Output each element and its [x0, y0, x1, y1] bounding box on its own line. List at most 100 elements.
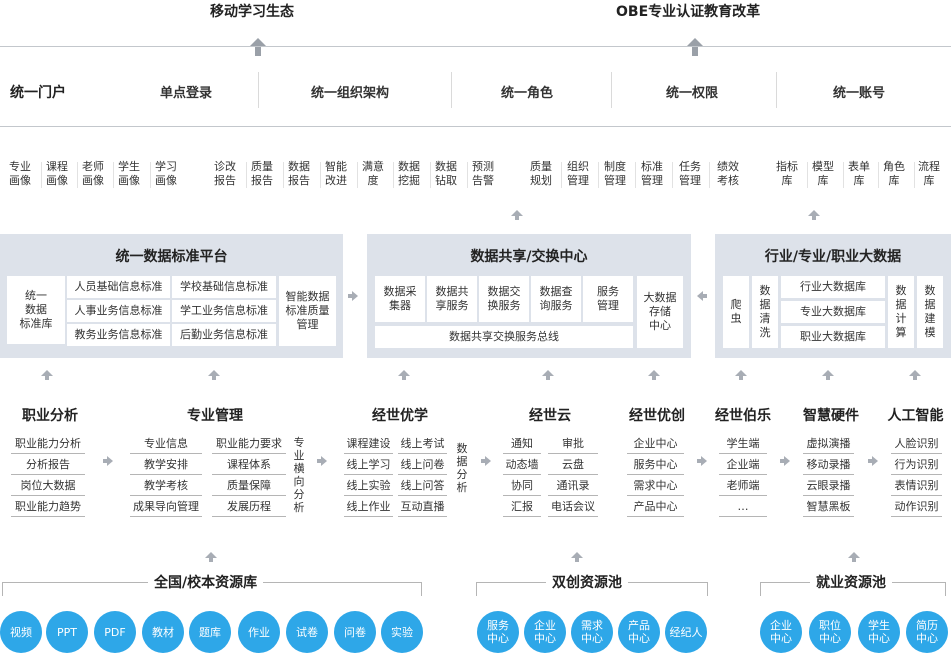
circle-line: 企业	[770, 619, 792, 632]
unified-item-sso: 单点登录	[160, 86, 213, 101]
industry-bigdata-panel: 行业/专业/职业大数据 爬 虫 数 据 清 洗 行业大数据库 专业大数据库 职业…	[715, 234, 951, 358]
unified-standard-box: 统一 数据 标准库	[7, 276, 65, 344]
divider	[357, 162, 358, 188]
module-item: 产品中心	[633, 500, 678, 513]
database-item: 专业大数据库	[781, 301, 885, 323]
resource-circle: 试卷	[286, 611, 328, 653]
circle-line: 中心	[868, 632, 890, 645]
box-line: 数据共	[435, 285, 469, 298]
item-underline	[212, 453, 286, 454]
side-char: 数	[456, 442, 468, 455]
report-tag-line: 管理	[679, 174, 701, 187]
module-item: 动作识别	[894, 500, 939, 513]
arrow-stem	[575, 558, 579, 562]
standard-item: 教务业务信息标准	[67, 324, 170, 346]
arrow-up-icon	[648, 370, 660, 376]
box-line: 数据交	[487, 285, 521, 298]
report-tag: 老师画像	[75, 160, 111, 188]
arrow-up-icon	[205, 552, 217, 558]
module-item: 学生端	[726, 437, 760, 450]
report-tag: 课程画像	[39, 160, 75, 188]
item-underline	[503, 453, 541, 454]
resource-circle: 企业中心	[524, 611, 566, 653]
panel-title: 行业/专业/职业大数据	[764, 249, 902, 265]
data-standard-platform: 统一数据标准平台 统一 数据 标准库 人员基础信息标准 学校基础信息标准 人事业…	[0, 234, 343, 358]
arrow-up-icon	[909, 370, 921, 376]
report-tag-line: 告警	[472, 174, 494, 187]
module-item: 人脸识别	[894, 437, 939, 450]
report-tag: 学习画像	[148, 160, 184, 188]
item-underline	[548, 474, 598, 475]
box-line: 中心	[649, 319, 671, 332]
report-tag-line: 画像	[118, 174, 140, 187]
arrow-stem	[697, 459, 701, 463]
module-title-zyfx: 职业分析	[22, 408, 78, 424]
item-underline	[627, 474, 684, 475]
box-line: 服务	[597, 285, 619, 298]
report-tag-line: 任务	[679, 160, 701, 173]
report-tag-line: 专业	[9, 160, 31, 173]
module-item: 表情识别	[894, 479, 939, 492]
circle-line: 需求	[581, 619, 603, 632]
arrow-stem	[868, 459, 872, 463]
exchange-box: 服务 管理	[583, 276, 633, 322]
item-underline	[212, 516, 286, 517]
side-char: 业	[293, 449, 305, 462]
resource-title-innovation: 双创资源池	[546, 572, 628, 592]
report-tag: 角色库	[876, 160, 912, 188]
box-line: 据	[924, 298, 936, 311]
box-line: 标准库	[19, 317, 53, 330]
item-underline	[719, 474, 767, 475]
item-underline	[11, 474, 85, 475]
report-tag-line: 数据	[435, 160, 457, 173]
module-item: 服务中心	[633, 458, 678, 471]
data-modeling-box: 数 据 建 模	[917, 276, 943, 348]
arrow-stem	[692, 46, 698, 56]
item-underline	[627, 516, 684, 517]
divider	[77, 162, 78, 188]
module-item: 通讯录	[556, 479, 590, 492]
unified-item-account: 统一账号	[833, 86, 886, 101]
divider	[843, 162, 844, 188]
database-item: 职业大数据库	[781, 326, 885, 348]
item-underline	[344, 495, 393, 496]
unified-item-org: 统一组织架构	[311, 86, 390, 101]
report-tag: 表单库	[841, 160, 877, 188]
report-tag-line: 数据	[398, 160, 420, 173]
item-underline	[891, 495, 942, 496]
side-char: 分	[456, 468, 468, 481]
module-title-jsbl: 经世伯乐	[715, 408, 771, 424]
arrow-right-icon	[321, 456, 327, 466]
report-tag: 流程库	[911, 160, 947, 188]
item-underline	[803, 453, 854, 454]
divider	[635, 162, 636, 188]
report-tag-line: 管理	[604, 174, 626, 187]
report-tag-line: 流程	[918, 160, 940, 173]
smart-quality-box: 智能数据 标准质量 管理	[279, 276, 336, 346]
standard-item: 学工业务信息标准	[172, 300, 276, 322]
bigdata-storage-box: 大数据 存储 中心	[637, 276, 683, 348]
report-tag-line: 指标	[776, 160, 798, 173]
circle-line: 中心	[770, 632, 792, 645]
exchange-box: 数据共 享服务	[427, 276, 477, 322]
arrow-stem	[812, 216, 816, 220]
module-item: 互动直播	[400, 500, 445, 513]
divider	[878, 162, 879, 188]
box-line: 管理	[597, 299, 619, 312]
item-underline	[11, 495, 85, 496]
resource-title-national: 全国/校本资源库	[148, 572, 264, 592]
module-item: 岗位大数据	[20, 479, 76, 492]
report-tag: 标准管理	[634, 160, 670, 188]
box-line: 询服务	[539, 299, 573, 312]
report-tag: 组织管理	[560, 160, 596, 188]
exchange-box: 数据采 集器	[375, 276, 425, 322]
divider	[467, 162, 468, 188]
arrow-stem	[45, 376, 49, 380]
arrow-stem	[212, 376, 216, 380]
box-line: 数据查	[539, 285, 573, 298]
divider	[113, 162, 114, 188]
module-side-label: 专业横向分析	[291, 436, 307, 514]
divider	[451, 72, 452, 108]
module-item: 移动录播	[806, 458, 851, 471]
resource-circle: 企业中心	[760, 611, 802, 653]
